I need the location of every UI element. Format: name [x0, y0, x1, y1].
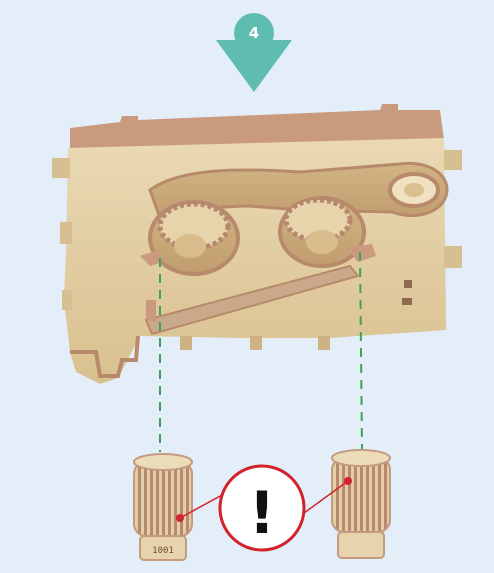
warning-dot-right — [344, 477, 352, 485]
warning-dot-left — [176, 514, 184, 522]
loose-gear-right-base — [338, 532, 384, 558]
right-tab-low — [444, 246, 462, 268]
right-tab-top — [444, 150, 462, 170]
left-gear-label: 1001 — [152, 546, 174, 556]
bottom-tab-3 — [318, 336, 330, 350]
diagonal-bar-stop — [146, 300, 156, 322]
left-tab-mid — [60, 222, 72, 244]
loose-gear-right-top — [332, 450, 390, 466]
warning-exclamation-icon: ! — [249, 479, 275, 547]
bottom-tab-1 — [180, 336, 192, 350]
frame-hole-2 — [402, 298, 412, 305]
frame-gear-left — [150, 202, 238, 274]
step-number: 4 — [232, 22, 276, 44]
loose-gear-left — [134, 454, 192, 560]
left-tab-low — [62, 290, 72, 310]
loose-gear-right-body — [332, 458, 390, 532]
warning-callout: ! — [220, 466, 304, 550]
frame-gear-right — [280, 198, 364, 266]
loose-gear-left-body — [134, 462, 192, 536]
loose-gear-left-top — [134, 454, 192, 470]
lever-ring-hole — [404, 183, 424, 197]
frame-gear-right-hub — [306, 230, 338, 254]
wooden-frame — [52, 104, 462, 384]
left-tab-top — [52, 158, 70, 178]
frame-hole-1 — [404, 280, 412, 288]
frame-gear-left-hub — [174, 234, 206, 258]
loose-gear-right — [332, 450, 390, 558]
bottom-tab-2 — [250, 336, 262, 350]
